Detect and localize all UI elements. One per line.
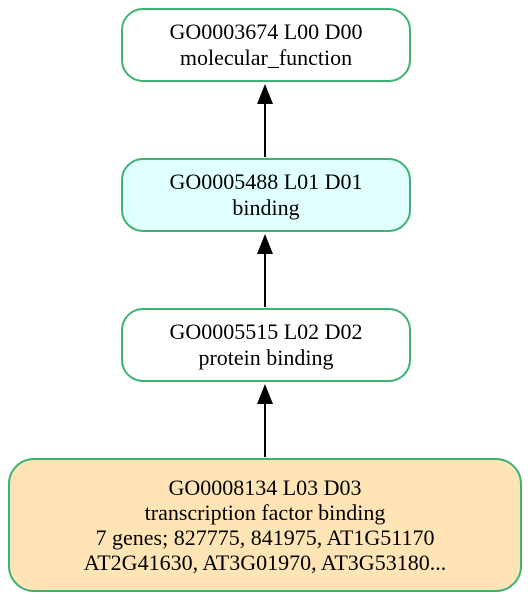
node-binding: GO0005488 L01 D01 binding — [121, 158, 411, 232]
edge-binding-to-molecular-function — [257, 84, 273, 157]
node-genes-line-2: AT2G41630, AT3G01970, AT3G53180... — [83, 550, 447, 575]
arrowhead-icon — [257, 384, 273, 404]
node-transcription-factor-binding: GO0008134 L03 D03 transcription factor b… — [8, 458, 522, 592]
edge-protein-binding-to-binding — [257, 234, 273, 307]
node-term: transcription factor binding — [144, 500, 386, 525]
node-term: molecular_function — [179, 45, 353, 70]
node-id-line: GO0003674 L00 D00 — [169, 19, 363, 44]
node-id-line: GO0008134 L03 D03 — [168, 475, 362, 500]
node-genes-line: 7 genes; 827775, 841975, AT1G51170 — [95, 525, 435, 550]
node-protein-binding: GO0005515 L02 D02 protein binding — [121, 308, 411, 382]
node-term: protein binding — [198, 345, 334, 370]
node-term: binding — [232, 195, 300, 220]
edge-transcription-factor-binding-to-protein-binding — [257, 384, 273, 457]
node-id-line: GO0005488 L01 D01 — [169, 169, 363, 194]
arrowhead-icon — [257, 84, 273, 104]
node-molecular-function: GO0003674 L00 D00 molecular_function — [121, 8, 411, 82]
node-id-line: GO0005515 L02 D02 — [169, 319, 363, 344]
arrowhead-icon — [257, 234, 273, 254]
